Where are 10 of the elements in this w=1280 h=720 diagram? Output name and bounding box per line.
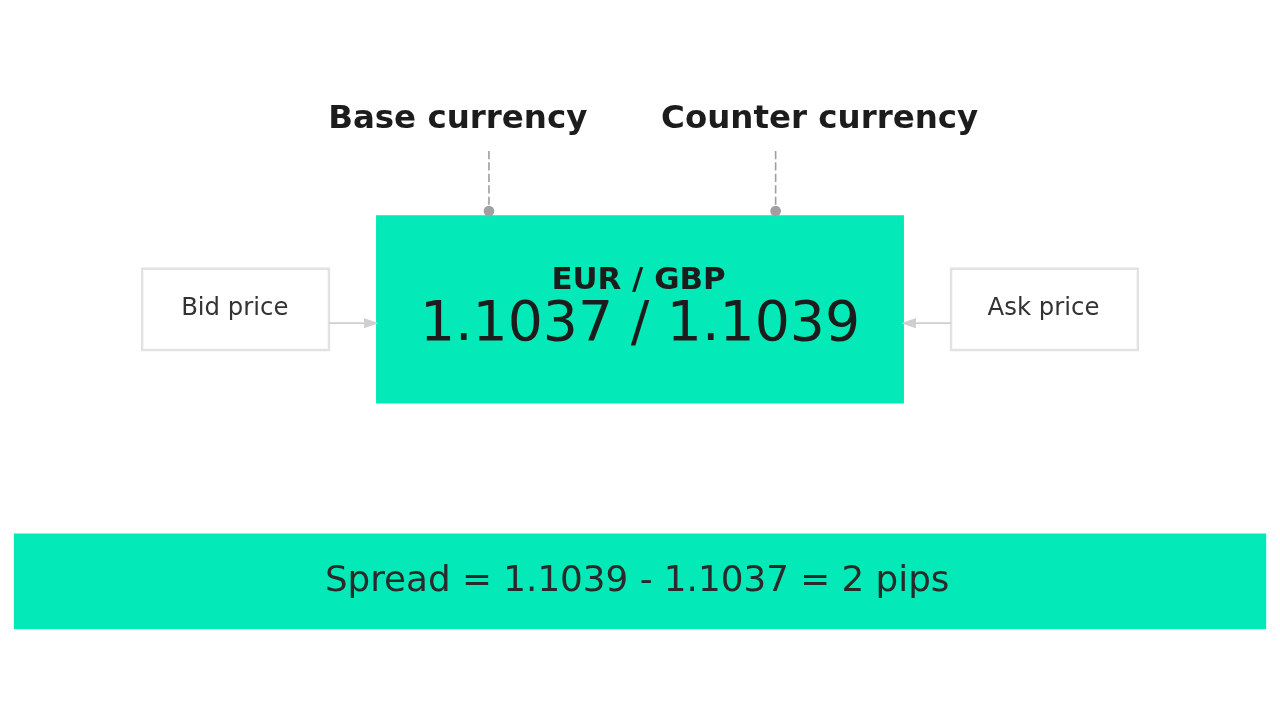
arrow	[901, 317, 952, 328]
connector	[483, 149, 495, 216]
node-box: EUR / GBP 1.1037 / 1.1039	[376, 214, 904, 404]
node-text: Counter currency	[661, 97, 979, 136]
connector	[770, 149, 781, 216]
node-box: Ask price	[949, 267, 1140, 351]
node-box: Bid price	[140, 267, 331, 351]
node-text: Base currency	[328, 97, 588, 136]
arrow	[328, 317, 379, 328]
node-box: Spread = 1.1039 - 1.1037 = 2 pips	[13, 533, 1267, 629]
